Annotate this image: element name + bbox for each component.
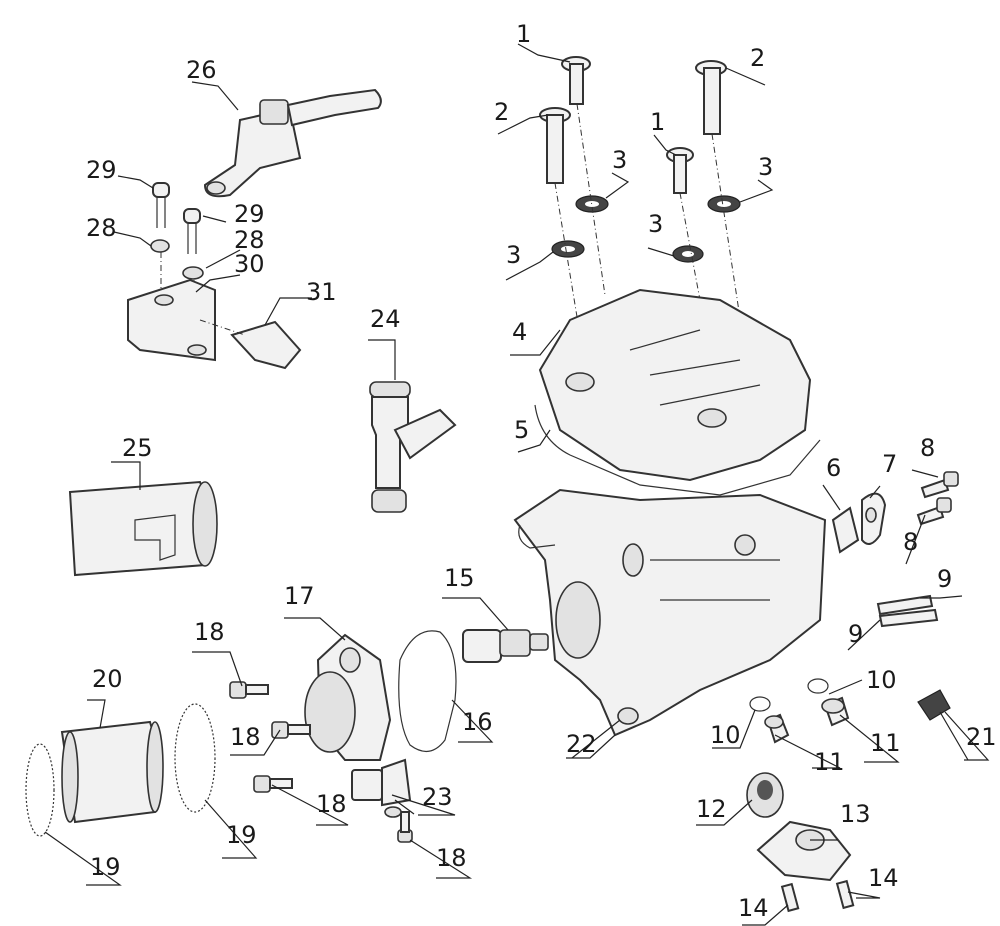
label-14: 14: [738, 894, 769, 922]
label-2: 2: [750, 44, 765, 72]
part-temp-sensor: [917, 689, 951, 721]
part-valve-cover: [534, 288, 821, 496]
part-sensor-23: [351, 758, 412, 818]
label-5: 5: [514, 416, 529, 444]
label-6: 6: [826, 454, 841, 482]
label-30: 30: [234, 250, 265, 278]
label-8: 8: [903, 528, 918, 556]
label-3: 3: [758, 153, 773, 181]
part-fuel-connector: [203, 88, 382, 198]
part-bracket-assembly: [127, 182, 302, 370]
label-19: 19: [90, 853, 121, 881]
part-throttle-body: [304, 633, 392, 761]
part-thermostat-housing: [746, 772, 855, 913]
label-3: 3: [506, 241, 521, 269]
label-11: 11: [870, 729, 901, 757]
alignment-lines: [554, 103, 741, 336]
label-10: 10: [710, 721, 741, 749]
label-22: 22: [566, 730, 597, 758]
label-3: 3: [612, 146, 627, 174]
label-14: 14: [868, 864, 899, 892]
label-15: 15: [444, 564, 475, 592]
label-8: 8: [920, 434, 935, 462]
leader-lines: [44, 43, 990, 926]
part-dowels: [876, 594, 939, 628]
label-17: 17: [284, 582, 315, 610]
part-number-labels: 1 2 2 1 3 3 3 3 4 5 6 7 8 8 9 9 10 10 11…: [86, 20, 997, 922]
label-9: 9: [937, 565, 952, 593]
part-side-bolts: [916, 471, 959, 526]
label-21: 21: [966, 723, 997, 751]
label-7: 7: [882, 450, 897, 478]
part-cylinder-head: [513, 488, 827, 737]
label-20: 20: [92, 665, 123, 693]
label-28: 28: [86, 214, 117, 242]
label-10: 10: [866, 666, 897, 694]
part-gasket-16: [398, 630, 457, 752]
label-18: 18: [316, 790, 347, 818]
label-13: 13: [840, 800, 871, 828]
label-1: 1: [650, 108, 665, 136]
label-19: 19: [226, 821, 257, 849]
part-sensor-15: [462, 629, 549, 663]
label-18: 18: [436, 844, 467, 872]
label-29: 29: [86, 156, 117, 184]
label-12: 12: [696, 795, 727, 823]
part-grommets: [551, 195, 741, 263]
label-11: 11: [814, 748, 845, 776]
label-29: 29: [234, 200, 265, 228]
label-24: 24: [370, 305, 401, 333]
label-16: 16: [462, 708, 493, 736]
label-23: 23: [422, 783, 453, 811]
label-9: 9: [848, 620, 863, 648]
label-1: 1: [516, 20, 531, 48]
part-hose-clamps: [25, 703, 216, 837]
label-31: 31: [306, 278, 337, 306]
label-26: 26: [186, 56, 217, 84]
label-18: 18: [194, 618, 225, 646]
label-2: 2: [494, 98, 509, 126]
label-3: 3: [648, 210, 663, 238]
label-25: 25: [122, 434, 153, 462]
part-intake-rubber: [60, 720, 164, 824]
part-side-gaskets: [831, 492, 887, 554]
label-4: 4: [512, 318, 527, 346]
label-18: 18: [230, 723, 261, 751]
label-28: 28: [234, 226, 265, 254]
part-cover-bolts: [539, 56, 727, 194]
part-fuel-injector: [369, 381, 457, 513]
part-air-filter-sleeve: [68, 480, 218, 577]
part-orings-plugs: [749, 678, 850, 744]
